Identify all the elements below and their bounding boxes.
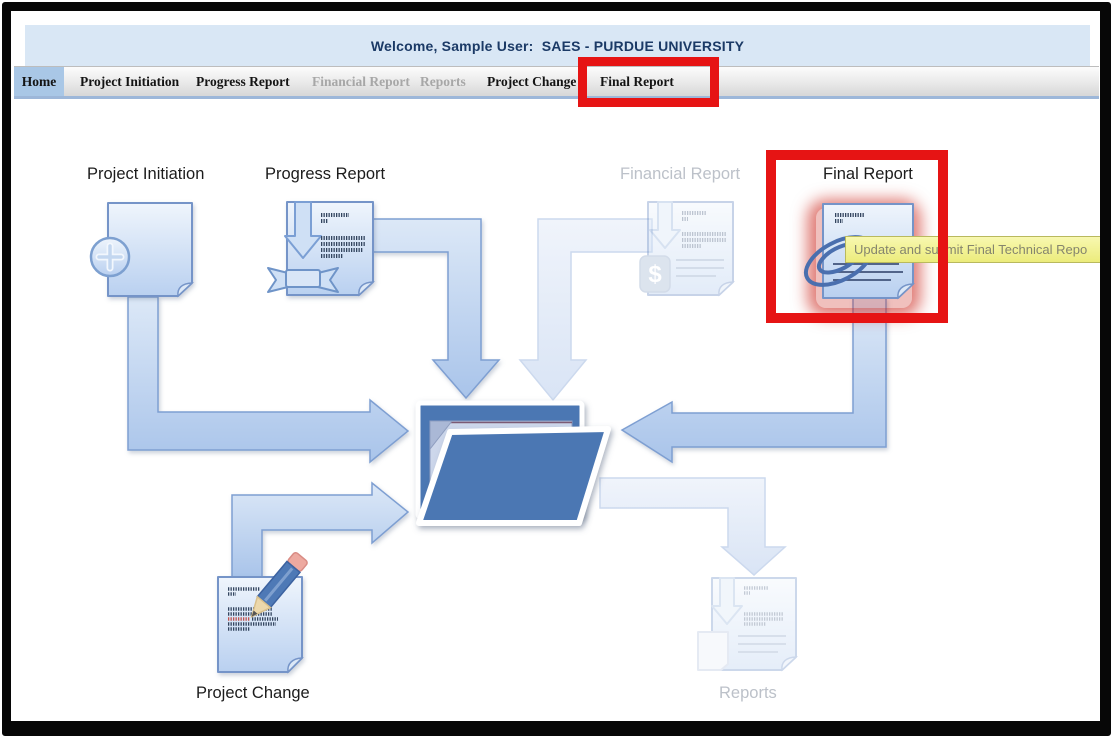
reports-doc-icon [697,576,799,674]
nav-item-home[interactable]: Home [14,67,64,96]
arrow-project-change [231,481,410,578]
arrow-to-reports [599,477,787,577]
nav-item-final-report[interactable]: Final Report [600,73,674,89]
financial-report-doc-icon: $ [639,200,736,300]
pencil-icon [250,551,308,619]
arrow-final-report [620,297,887,464]
project-initiation-doc-icon[interactable] [89,200,195,300]
label-financial-report: Financial Report [620,165,741,183]
label-project-initiation: Project Initiation [87,165,205,183]
nav-item-financial-report: Financial Report [312,73,410,89]
barcode-text-lines [321,213,365,258]
ribbon-icon [267,267,339,293]
plus-circle-icon [89,236,131,278]
barcode-text-lines [835,213,865,223]
tooltip: Update and submit Final Technical Repo [845,236,1103,263]
label-reports: Reports [719,684,777,702]
progress-report-doc-icon[interactable] [267,200,376,300]
dollar-badge-icon: $ [639,255,671,293]
arrow-progress-report [372,218,501,400]
small-page-icon [697,631,729,671]
welcome-banner: Welcome, Sample User: SAES - PURDUE UNIV… [25,25,1090,67]
download-arrow-icon [711,577,743,625]
main-nav: Home Project Initiation Progress Report … [14,66,1099,99]
project-change-doc-icon[interactable] [216,551,308,675]
project-folder-icon [410,395,625,540]
arrow-project-initiation [127,296,410,464]
nav-item-project-initiation[interactable]: Project Initiation [80,73,180,89]
download-arrow-icon [649,201,681,249]
barcode-text-lines [228,587,276,631]
label-project-change: Project Change [196,684,310,702]
download-arrow-icon [284,201,322,259]
nav-item-reports: Reports [420,73,466,89]
label-progress-report: Progress Report [265,165,386,183]
nav-item-project-change[interactable]: Project Change [487,73,577,89]
nav-item-progress-report[interactable]: Progress Report [196,73,290,89]
welcome-text: Welcome, Sample User: SAES - PURDUE UNIV… [370,37,745,54]
arrow-financial-report [518,218,653,402]
tooltip-text: Update and submit Final Technical Repo [854,242,1088,257]
label-final-report: Final Report [823,165,913,183]
svg-text:$: $ [648,261,662,288]
